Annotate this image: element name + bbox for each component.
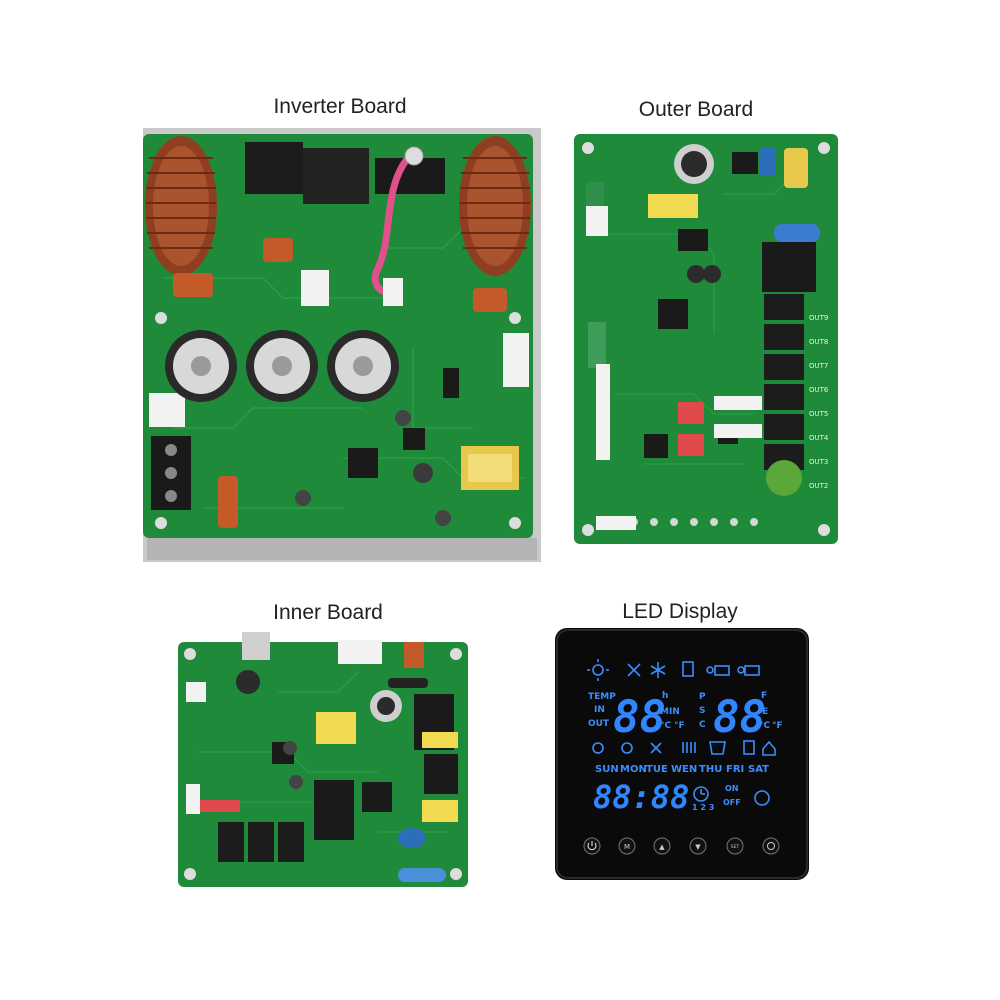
tank-icon bbox=[682, 661, 694, 677]
clock-icon bbox=[767, 842, 775, 850]
inverter-board-caption: Inverter Board bbox=[273, 95, 407, 118]
timer-numbers: 1 2 3 bbox=[692, 803, 714, 812]
out-label: OUT8 bbox=[809, 338, 828, 346]
on-label: ON bbox=[725, 784, 739, 793]
out-label: OUT2 bbox=[809, 482, 828, 490]
celsius-unit-right: °C bbox=[759, 721, 771, 731]
bath-icon bbox=[709, 741, 726, 755]
set-button[interactable]: SET bbox=[726, 837, 744, 855]
fahrenheit-unit-right: °F bbox=[772, 721, 783, 731]
electrolytic-capacitors bbox=[165, 330, 399, 402]
heat-pump-icon bbox=[706, 665, 730, 676]
buzzer bbox=[766, 460, 802, 496]
f-label: F bbox=[761, 691, 767, 701]
in-label: IN bbox=[594, 705, 605, 715]
timer-icon bbox=[693, 786, 709, 802]
led-display-panel: TEMP IN OUT 88 h MIN °C °F P S C 88 F E … bbox=[555, 628, 809, 880]
fan-mode-icon bbox=[650, 742, 662, 754]
day-fri: FRI bbox=[726, 764, 744, 775]
out-label: OUT3 bbox=[809, 458, 828, 466]
off-label: OFF bbox=[723, 798, 741, 807]
pcb bbox=[574, 134, 838, 544]
out-label: OUT6 bbox=[809, 386, 829, 394]
day-mon: MON bbox=[620, 764, 647, 775]
day-sat: SAT bbox=[748, 764, 769, 775]
sun-icon bbox=[587, 659, 609, 681]
outer-board-image: OUT9 OUT8 OUT7 OUT6 OUT5 OUT4 OUT3 OUT2 bbox=[574, 134, 838, 544]
inner-board-caption: Inner Board bbox=[273, 601, 383, 624]
out-label: OUT5 bbox=[809, 410, 828, 418]
day-thu: THU bbox=[699, 764, 722, 775]
left-inductor bbox=[145, 136, 217, 276]
right-digits: 88 bbox=[713, 692, 766, 743]
mode-button[interactable]: M bbox=[618, 837, 636, 855]
p-label: P bbox=[699, 692, 706, 702]
celsius-unit-left: °C bbox=[660, 721, 672, 731]
fahrenheit-unit-left: °F bbox=[674, 721, 685, 731]
inverter-board-image bbox=[143, 128, 541, 562]
down-icon: ▼ bbox=[695, 843, 701, 851]
relay-1 bbox=[245, 142, 303, 194]
snowflake-icon bbox=[650, 662, 666, 678]
up-button[interactable]: ▲ bbox=[653, 837, 671, 855]
pcb bbox=[143, 134, 533, 538]
led-display-caption: LED Display bbox=[622, 600, 738, 623]
out-label: OUT4 bbox=[809, 434, 829, 442]
c-label: C bbox=[699, 720, 706, 730]
clock-digits: 88:88 bbox=[593, 778, 689, 816]
home-icon bbox=[762, 740, 776, 756]
power-icon bbox=[587, 842, 597, 851]
lcd-bezel bbox=[555, 628, 809, 880]
out-label: OUT9 bbox=[809, 314, 828, 322]
schedule-icon bbox=[743, 740, 755, 755]
relay-column bbox=[762, 242, 816, 470]
out-label: OUT7 bbox=[809, 362, 828, 370]
day-sun: SUN bbox=[595, 764, 619, 775]
hour-unit: h bbox=[662, 691, 668, 701]
pump-icon bbox=[621, 742, 633, 754]
fan-icon bbox=[627, 663, 641, 677]
up-icon: ▲ bbox=[659, 843, 665, 851]
heater-icon bbox=[737, 665, 760, 676]
left-digits: 88 bbox=[613, 692, 666, 743]
set-icon: SET bbox=[731, 844, 740, 850]
radiator-icon bbox=[682, 742, 696, 753]
e-label: E bbox=[762, 707, 768, 717]
temp-label: TEMP bbox=[588, 692, 616, 702]
out-label: OUT bbox=[588, 719, 610, 729]
mode-icon: M bbox=[624, 843, 630, 851]
min-unit: MIN bbox=[660, 707, 680, 717]
down-button[interactable]: ▼ bbox=[689, 837, 707, 855]
day-wen: WEN bbox=[671, 764, 697, 775]
lock-icon bbox=[754, 790, 770, 806]
right-inductor bbox=[459, 136, 531, 276]
defrost-icon bbox=[592, 742, 604, 754]
outer-board-caption: Outer Board bbox=[638, 98, 754, 121]
inner-board-image bbox=[178, 632, 468, 887]
clock-button[interactable] bbox=[762, 837, 780, 855]
power-button[interactable] bbox=[583, 837, 601, 855]
s-label: S bbox=[699, 706, 705, 716]
day-tue: TUE bbox=[646, 764, 668, 775]
